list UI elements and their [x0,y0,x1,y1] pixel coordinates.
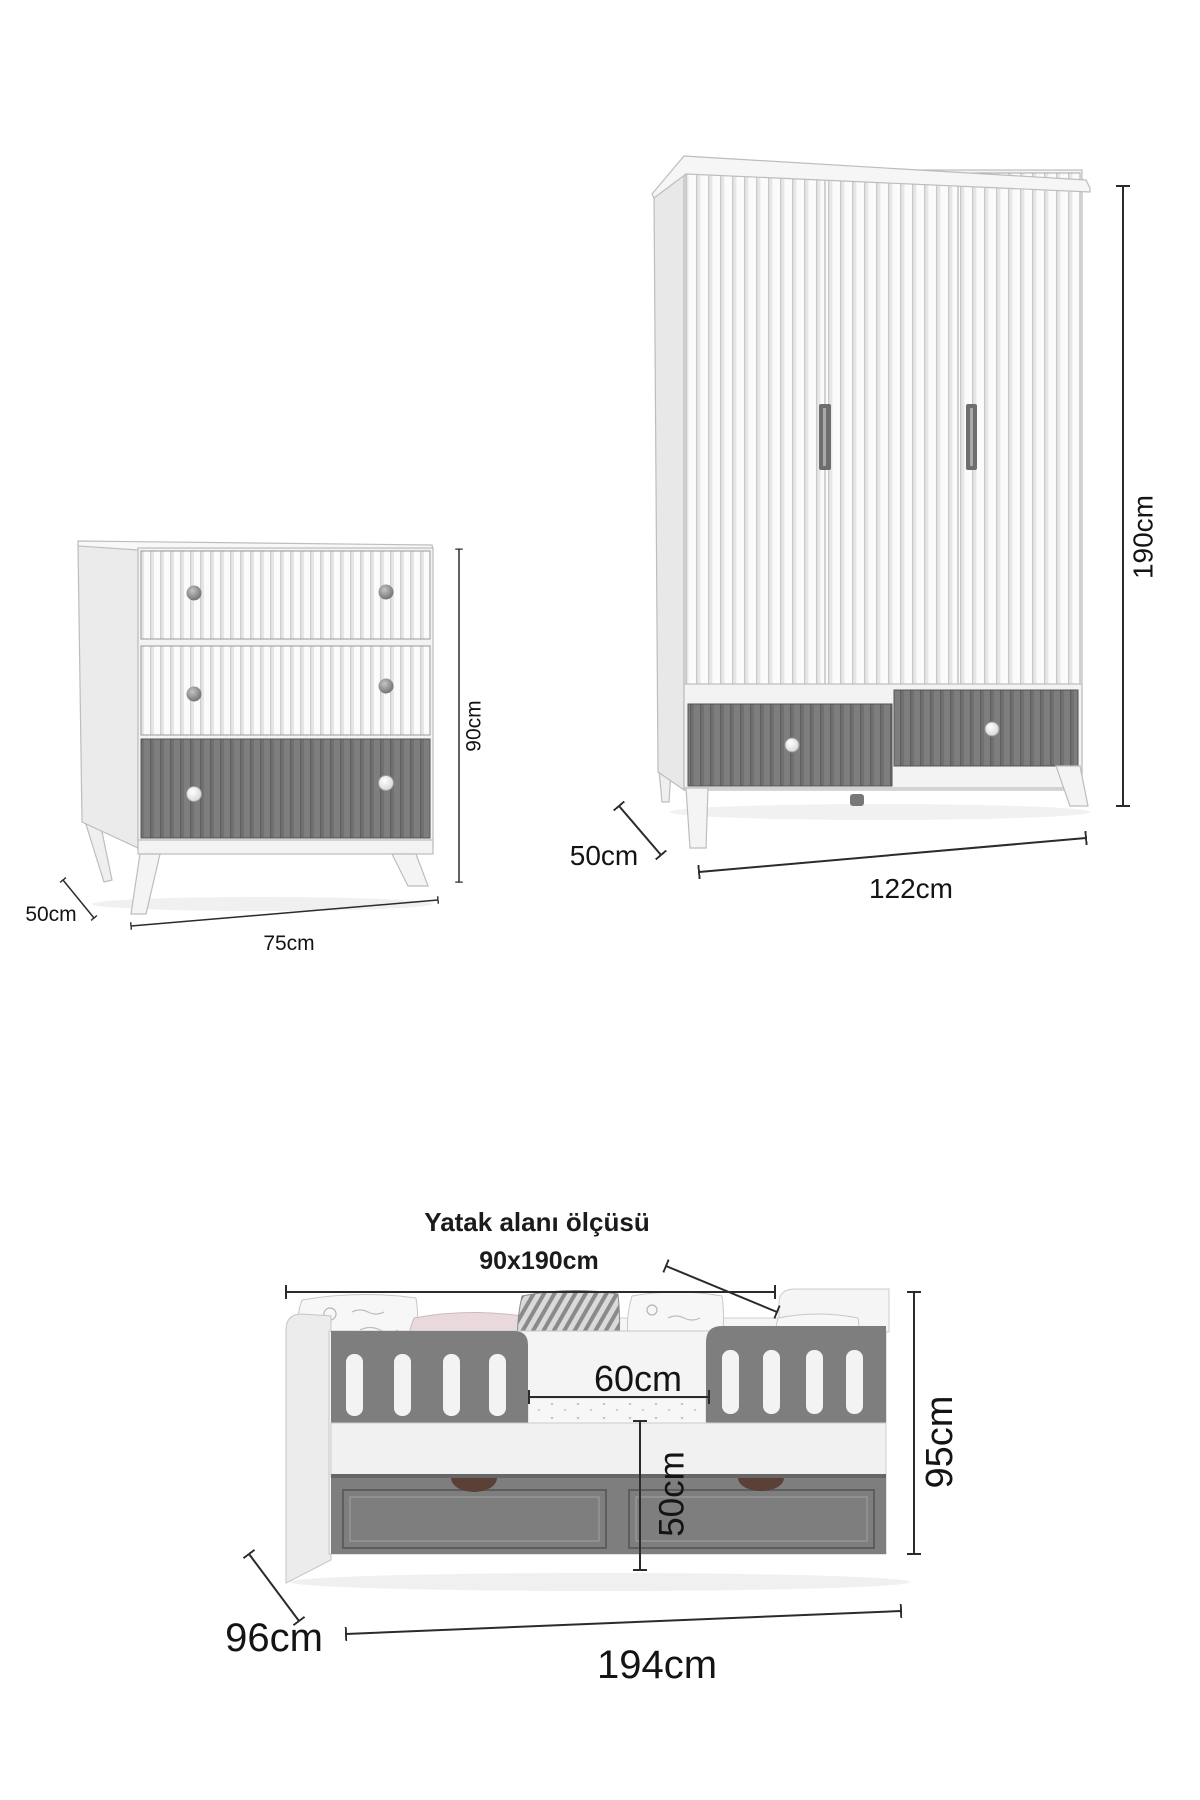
bed-width-dimension-line [344,1603,903,1642]
dresser-front-right-leg [391,853,429,887]
wardrobe-knob-white [984,721,1000,737]
bed-rail-height-label: 50cm [653,1451,692,1537]
bed-rail-gap-label: 60cm [594,1358,682,1399]
wardrobe-width-dimension-line [697,830,1088,880]
wardrobe-width-label: 122cm [869,873,953,904]
rail-opening [722,1350,739,1414]
wardrobe: 190cm 50cm 122cm [570,155,1159,904]
wardrobe-depth-label: 50cm [570,840,638,871]
bed-front-white-panel [330,1422,887,1478]
bed-width-top-dimension-line [662,1259,781,1319]
rail-opening [763,1350,780,1414]
bed-caption-title: Yatak alanı ölçüsü [424,1207,649,1237]
dresser-knob-gray [378,584,394,600]
wardrobe-front-right-leg [1055,765,1089,807]
bed-caption-size: 90x190cm [479,1247,599,1275]
bed: Yatak alanı ölçüsü 90x190cm [225,1207,961,1687]
bed-drawer-panel-right [628,1489,875,1549]
pillow-sun-doodle [646,1304,658,1316]
dresser-knob-gray [378,678,394,694]
rail-opening [489,1354,506,1416]
rail-opening [443,1354,460,1416]
wardrobe-center-foot [850,794,864,806]
bed-drawer-panel-left-inner [349,1496,600,1542]
dresser-knob-gray [186,686,202,702]
wardrobe-floor-shadow [670,804,1090,820]
bed-guard-rail-right [706,1326,886,1423]
rail-opening [346,1354,363,1416]
bed-guard-rail-left [331,1331,528,1423]
dresser-depth-label: 50cm [25,903,76,926]
dresser-height-label: 90cm [463,700,486,751]
wardrobe-door-right [957,172,1081,685]
bed-drawer-front [331,1474,886,1554]
bed-left-end-panel [285,1313,332,1584]
bed-depth-dimension-line [242,1549,306,1626]
wardrobe-knob-white [784,737,800,753]
rail-opening [806,1350,823,1414]
dresser-width-dimension-line [129,896,440,930]
dresser-depth-dimension-line [59,877,98,921]
wardrobe-depth-dimension-line [613,800,667,861]
dresser-knob-gray [186,585,202,601]
bed-floor-shadow [290,1573,910,1591]
rail-opening [846,1350,863,1414]
bed-depth-label: 96cm [225,1616,323,1660]
wardrobe-side-panel [653,168,685,792]
wardrobe-door-middle [824,172,959,685]
bed-drawer-handle-cutout-right [738,1478,784,1491]
rail-opening [394,1354,411,1416]
bed-drawer-top-edge [331,1474,886,1478]
dresser-knob-white [378,775,394,791]
dresser-plinth [137,839,434,855]
bed-width-label: 194cm [597,1643,717,1687]
dresser: 90cm 75cm 50cm [25,540,486,955]
bed-drawer-handle-cutout-left [451,1478,497,1492]
wardrobe-front-left-leg [685,787,709,849]
wardrobe-handle-right-highlight [970,408,973,466]
bed-height-label: 95cm [919,1396,961,1489]
wardrobe-handle-left-highlight [823,408,826,466]
wardrobe-door-left [685,172,826,685]
wardrobe-crown [651,155,1091,199]
dresser-side-panel [77,544,139,849]
wardrobe-height-label: 190cm [1128,495,1159,579]
dresser-width-label: 75cm [263,932,314,955]
dresser-knob-white [186,786,202,802]
